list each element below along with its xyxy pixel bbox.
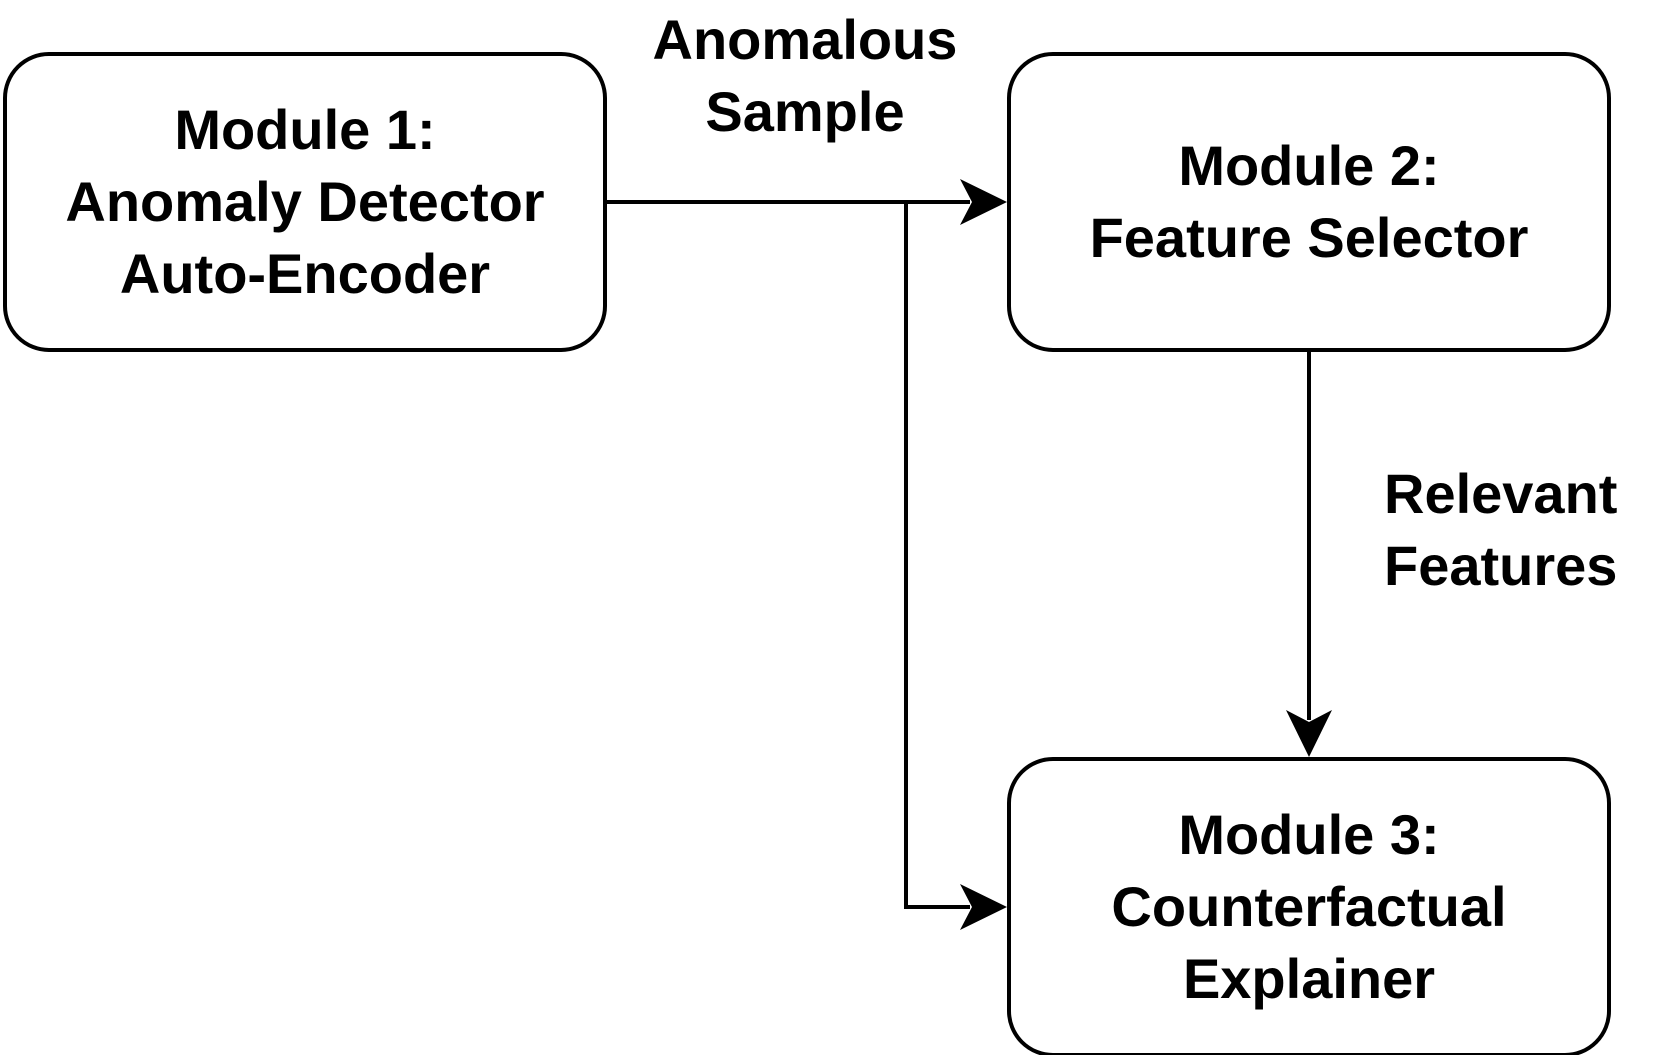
module-3-title: Module 3:	[1178, 803, 1440, 866]
edge-label-line: Relevant	[1384, 462, 1618, 525]
module-2-name: Feature Selector	[1089, 206, 1529, 269]
module-1-box: Module 1: Anomaly Detector Auto-Encoder	[3, 52, 607, 352]
module-3-box: Module 3: Counterfactual Explainer	[1007, 757, 1611, 1055]
edge-branch-to-module3	[904, 202, 970, 909]
module-2-box: Module 2: Feature Selector	[1007, 52, 1611, 352]
edge-label-line: Sample	[705, 80, 905, 143]
module-3-detail: Explainer	[1182, 947, 1436, 1010]
module-3-name: Counterfactual	[1111, 875, 1507, 938]
module-1-name: Anomaly Detector	[65, 170, 545, 233]
edge-label-relevant-features: Relevant Features	[1384, 458, 1617, 602]
edge-label-line: Features	[1384, 534, 1618, 597]
arrowhead-to-module3-left	[960, 884, 1007, 930]
arrowhead-to-module2	[960, 179, 1007, 225]
arrowhead-to-module3-top	[1286, 710, 1332, 757]
edge-label-line: Anomalous	[652, 8, 958, 71]
module-2-title: Module 2:	[1178, 134, 1440, 197]
module-1-detail: Auto-Encoder	[119, 242, 491, 305]
module-1-title: Module 1:	[174, 98, 436, 161]
edge-label-anomalous-sample: Anomalous Sample	[640, 4, 970, 148]
